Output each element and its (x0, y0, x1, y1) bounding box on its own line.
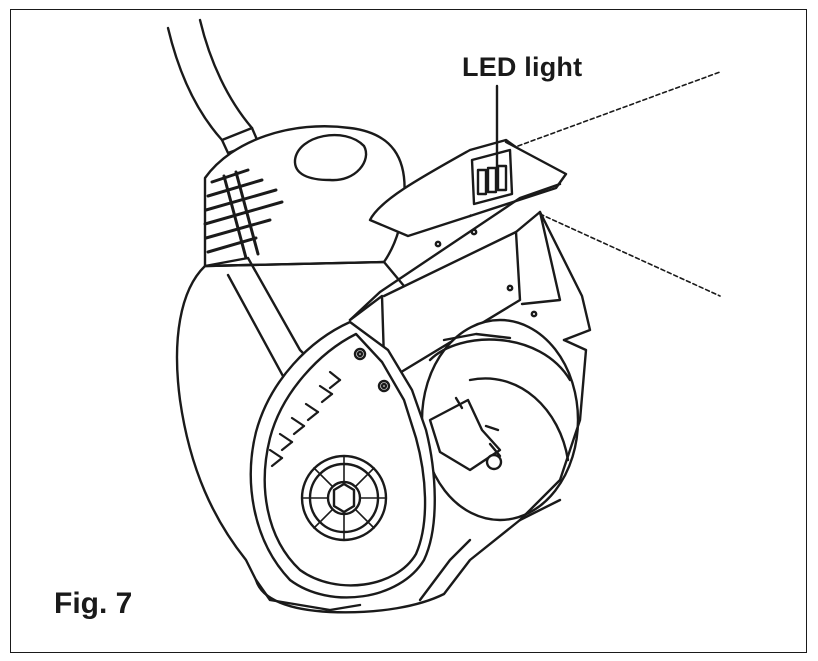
side-plate (249, 320, 436, 599)
bottom-skid (254, 338, 588, 614)
led-light (470, 148, 514, 206)
figure-label: Fig. 7 (54, 587, 133, 620)
motor-housing (203, 125, 406, 268)
auger-drum (420, 318, 580, 522)
light-beam (517, 71, 721, 297)
wheel-hub (300, 454, 388, 542)
handle-tube (166, 18, 260, 155)
led-light-label: LED light (462, 52, 583, 82)
vent-grille (203, 168, 284, 260)
plate-louvres (268, 370, 342, 468)
